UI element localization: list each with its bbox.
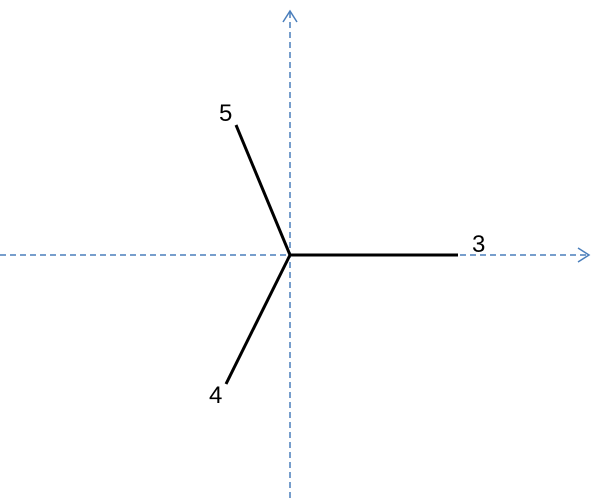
label-4: 4 [209,382,222,409]
arrow-right-icon [577,247,591,263]
arrow-up-icon [282,9,298,23]
label-3: 3 [472,231,485,258]
vector-5 [234,124,292,256]
vector-4 [224,254,292,385]
label-5: 5 [219,100,232,127]
